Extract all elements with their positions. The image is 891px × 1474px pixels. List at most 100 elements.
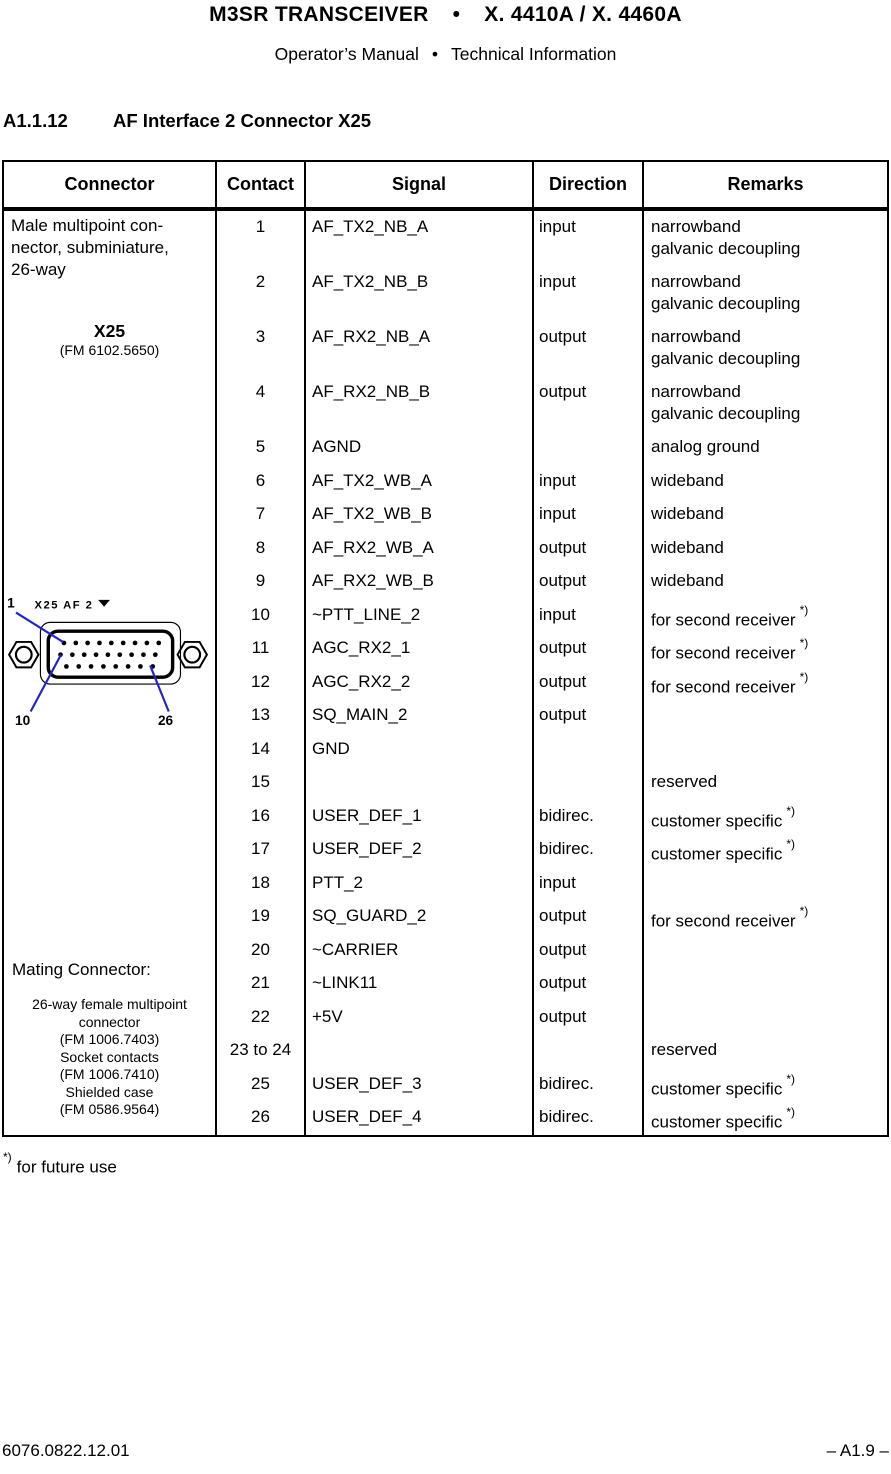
bullet-separator: • [431, 44, 439, 64]
contact-cell: 3 [215, 321, 304, 376]
direction-cell: output [532, 376, 642, 431]
remark-line1: narrowband [651, 217, 741, 236]
pin-row-bottom [64, 664, 156, 669]
remark-line1: wideband [651, 470, 724, 490]
remarks-cell: reserved [642, 766, 887, 800]
direction-cell: input [532, 464, 642, 498]
remark-line1: narrowband [651, 272, 741, 291]
remarks-cell: for second receiver*) [642, 665, 887, 699]
footnote: *)for future use [3, 1150, 117, 1178]
contact-cell: 2 [215, 266, 304, 321]
remark-line2: galvanic decoupling [651, 404, 801, 423]
left-hex-nut-icon [7, 640, 40, 669]
remark-line1: wideband [651, 504, 724, 523]
remarks-cell [642, 1000, 887, 1034]
remark-line1: reserved [651, 1040, 718, 1059]
remark-line2: galvanic decoupling [651, 294, 801, 313]
contact-cell: 21 [215, 967, 304, 1001]
remark-line1: narrowband [651, 382, 741, 401]
remarks-cell: narrowband galvanic decoupling [642, 266, 887, 321]
connector-designation: X25 (FM 6102.5650) [4, 321, 215, 360]
description-line: 26-way [11, 260, 66, 279]
pin10-label: 10 [15, 713, 31, 728]
right-screw-hole [183, 645, 202, 664]
direction-cell: output [532, 665, 642, 699]
mating-connector-title: Mating Connector: [12, 960, 151, 979]
title-left: M3SR TRANSCEIVER [209, 3, 429, 26]
remarks-cell [642, 866, 887, 900]
direction-cell [532, 766, 642, 800]
mating-connector-details: 26-way female multipoint connector (FM 1… [4, 996, 215, 1119]
direction-cell: output [532, 321, 642, 376]
remarks-cell: customer specific*) [642, 799, 887, 833]
direction-cell: output [532, 699, 642, 733]
footnote-reference: *) [786, 803, 795, 818]
footnote-reference: *) [799, 602, 809, 617]
signal-cell: GND [304, 732, 532, 766]
remarks-cell: narrowband galvanic decoupling [642, 321, 887, 376]
diagram-title: X25 AF 2 [35, 600, 94, 612]
table-body: Male multipoint con- nector, subminiatur… [4, 211, 887, 1135]
connector-description: Male multipoint con- nector, subminiatur… [11, 215, 169, 281]
direction-cell: input [532, 266, 642, 321]
contact-cell: 12 [215, 665, 304, 699]
remark-line1: narrowband [651, 327, 741, 346]
contact-cell: 16 [215, 799, 304, 833]
section-title: AF Interface 2 Connector X25 [113, 110, 372, 131]
connector-flange [39, 621, 182, 685]
footnote-reference: *) [799, 636, 809, 650]
document-subtitle: Operator’s Manual • Technical Informatio… [0, 44, 891, 65]
direction-cell: bidirec. [532, 1101, 642, 1135]
subtitle-right: Technical Information [451, 44, 617, 64]
direction-cell: output [532, 967, 642, 1001]
remarks-cell: wideband [642, 464, 887, 498]
remarks-cell: reserved [642, 1034, 887, 1068]
remarks-cell [642, 732, 887, 766]
direction-cell: bidirec. [532, 1067, 642, 1101]
direction-cell [532, 1034, 642, 1068]
footnote-reference: *) [786, 1105, 795, 1119]
signal-cell: SQ_MAIN_2 [304, 699, 532, 733]
mating-line: (FM 1006.7403) [59, 1031, 160, 1047]
contact-cell: 13 [215, 699, 304, 733]
contact-cell: 19 [215, 900, 304, 934]
table-header-row: Connector Contact Signal Direction Remar… [4, 162, 887, 211]
direction-cell: output [532, 632, 642, 666]
direction-cell: bidirec. [532, 799, 642, 833]
signal-cell: AF_RX2_NB_A [304, 321, 532, 376]
mating-line: connector [78, 1013, 141, 1030]
signal-cell: AGC_RX2_1 [304, 632, 532, 666]
contact-cell: 22 [215, 1000, 304, 1034]
remarks-cell: wideband [642, 498, 887, 532]
pin26-label: 26 [158, 713, 174, 728]
contact-cell: 7 [215, 498, 304, 532]
connector-description-cell: Male multipoint con- nector, subminiatur… [4, 211, 215, 1135]
signal-cell: AF_TX2_NB_A [304, 211, 532, 266]
footnote-marker: *) [3, 1150, 12, 1164]
contact-cell: 20 [215, 933, 304, 967]
mating-line: 26-way female multipoint [32, 996, 187, 1012]
down-triangle-icon [98, 599, 110, 607]
remark-line1: wideband [651, 537, 724, 557]
remark-line2: galvanic decoupling [651, 239, 801, 258]
direction-cell: bidirec. [532, 833, 642, 867]
signal-cell: AGND [304, 431, 532, 465]
remark-line1: for second receiver*) [651, 602, 809, 630]
mating-connector-info: Mating Connector: 26-way female multipoi… [4, 959, 215, 1119]
contact-cell: 4 [215, 376, 304, 431]
signal-cell: AF_TX2_NB_B [304, 266, 532, 321]
remarks-cell: for second receiver*) [642, 632, 887, 666]
contact-cell: 17 [215, 833, 304, 867]
direction-cell: input [532, 598, 642, 632]
remarks-cell: narrowband galvanic decoupling [642, 376, 887, 431]
remarks-cell: analog ground [642, 431, 887, 465]
signal-cell: ~LINK11 [304, 967, 532, 1001]
direction-cell: output [532, 565, 642, 599]
remarks-cell: for second receiver*) [642, 598, 887, 632]
header-signal: Signal [304, 162, 532, 207]
contact-cell: 5 [215, 431, 304, 465]
remarks-cell: customer specific*) [642, 833, 887, 867]
remark-line1: reserved [651, 772, 718, 791]
remarks-cell [642, 933, 887, 967]
signal-cell: AF_TX2_WB_A [304, 464, 532, 498]
